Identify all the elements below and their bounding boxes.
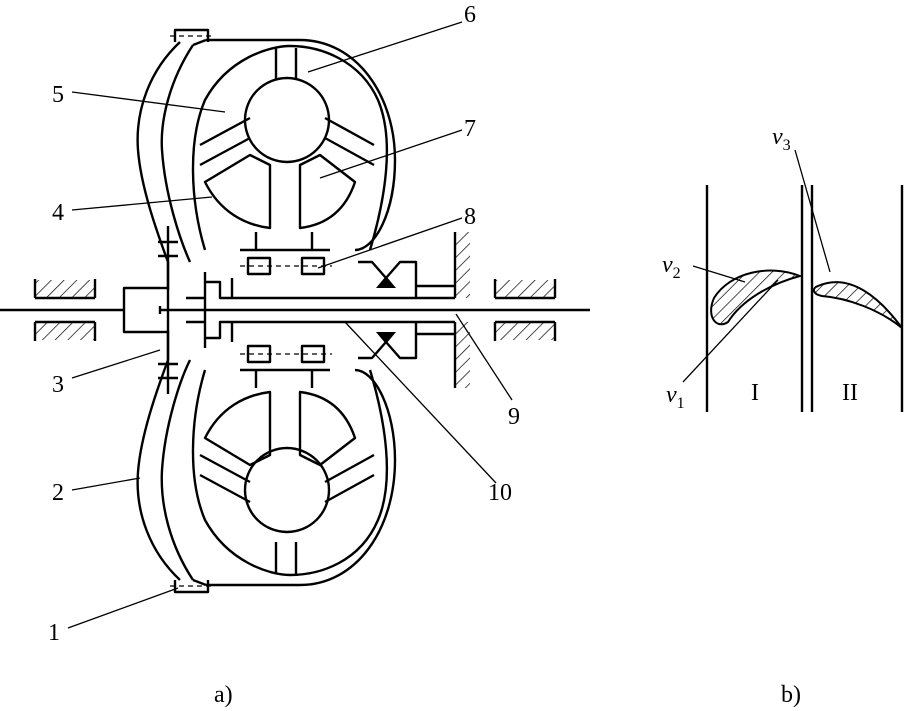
stator-blade-left-lower	[203, 390, 272, 467]
drive-coupling	[158, 226, 178, 394]
velocity-label-v2: v2	[662, 252, 681, 282]
flange-bolt-top	[170, 28, 214, 42]
figure-b: v1 v2 v3 I II b)	[662, 124, 904, 708]
ground-left-top	[33, 279, 97, 300]
label-7: 7	[464, 116, 476, 142]
blade-profile-stator	[812, 281, 903, 329]
flange-bolt-bottom	[170, 580, 214, 594]
upper-torus	[191, 44, 389, 252]
label-2: 2	[52, 480, 64, 506]
bearing-lower	[240, 344, 332, 364]
label-6: 6	[464, 2, 476, 28]
figure-a: 1 2 3 4 5 6 7 8 9 10 a)	[0, 2, 590, 708]
caption-b: b)	[781, 682, 801, 708]
freewheel-clutch	[358, 260, 455, 360]
ground-right-top	[493, 279, 557, 300]
bearing-upper	[240, 256, 332, 276]
stator-blade-left	[203, 153, 272, 230]
ground-left-bottom	[33, 320, 97, 341]
turbine-hub	[186, 272, 240, 348]
stator-blade-right-lower	[298, 390, 357, 467]
lower-torus	[191, 368, 389, 577]
output-shaft	[158, 306, 590, 314]
input-shaft	[0, 286, 160, 334]
ground-right-bottom	[493, 320, 557, 341]
label-4: 4	[52, 200, 64, 226]
converter-housing	[136, 38, 397, 587]
label-5: 5	[52, 82, 64, 108]
label-9: 9	[508, 404, 520, 430]
caption-a: a)	[214, 682, 233, 708]
stator-sleeve	[240, 296, 455, 324]
blade-profile-turbine	[710, 269, 804, 326]
label-1: 1	[48, 620, 60, 646]
label-8: 8	[464, 204, 476, 230]
velocity-label-v3: v3	[772, 124, 791, 154]
stator-blade-right	[298, 153, 357, 230]
label-10: 10	[488, 480, 512, 506]
leader-lines	[67, 21, 513, 629]
label-3: 3	[52, 372, 64, 398]
section-label-1: I	[751, 380, 759, 406]
section-label-2: II	[842, 380, 858, 406]
velocity-label-v1: v1	[666, 382, 685, 412]
